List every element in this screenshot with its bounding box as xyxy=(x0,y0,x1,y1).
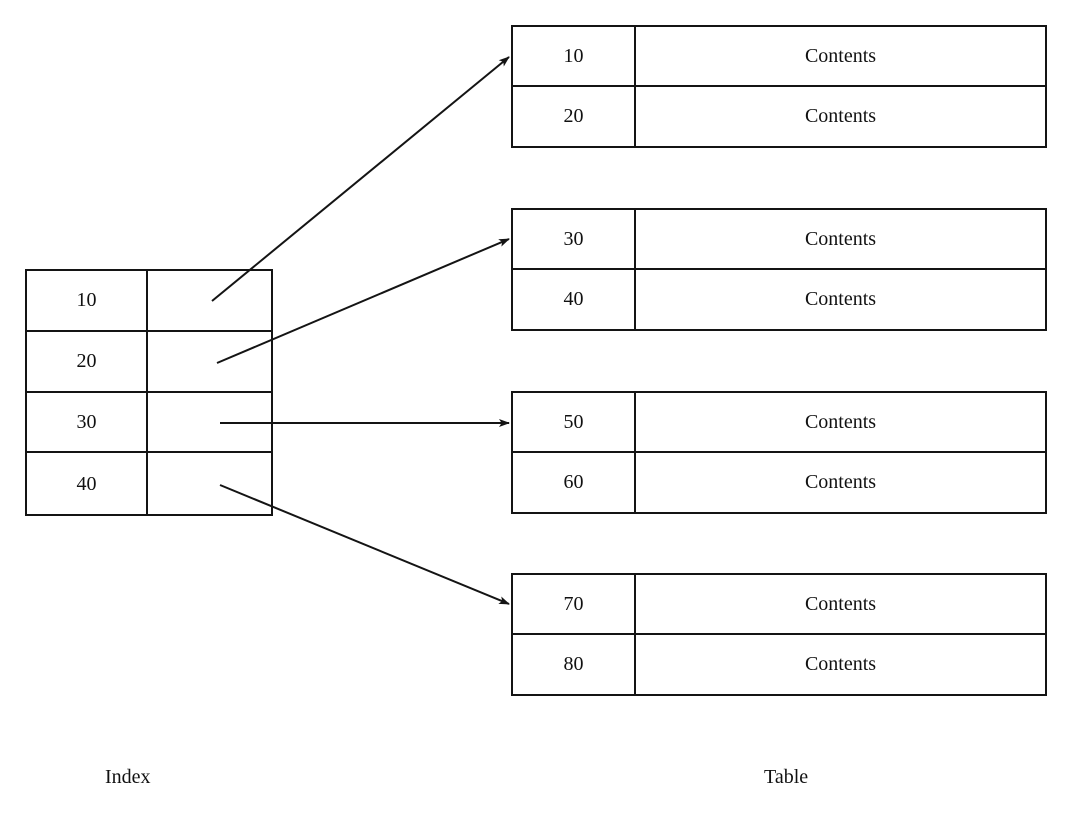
index-row[interactable]: 40 xyxy=(27,453,271,514)
table-row[interactable]: 30 Contents xyxy=(513,210,1045,270)
table-block-4: 70 Contents 80 Contents xyxy=(511,573,1047,696)
table-key-cell: 70 xyxy=(513,575,636,633)
table-caption: Table xyxy=(764,766,809,788)
table-contents-cell: Contents xyxy=(804,471,877,494)
table-contents-cell: Contents xyxy=(804,410,877,433)
index-pointer-cell xyxy=(148,332,271,391)
table-block-3: 50 Contents 60 Contents xyxy=(511,391,1047,514)
table-row[interactable]: 80 Contents xyxy=(513,634,1045,694)
index-box: 10 20 30 40 xyxy=(25,269,273,516)
table-key-cell: 30 xyxy=(513,210,636,268)
table-contents-cell: Contents xyxy=(804,44,877,67)
table-block-2: 30 Contents 40 Contents xyxy=(511,208,1047,331)
index-key-cell: 20 xyxy=(27,331,148,391)
table-row[interactable]: 40 Contents xyxy=(513,269,1045,329)
index-row[interactable]: 30 xyxy=(27,392,271,454)
table-block-1: 10 Contents 20 Contents xyxy=(511,25,1047,148)
table-key-cell: 10 xyxy=(513,27,636,85)
index-key-cell: 30 xyxy=(27,392,148,452)
table-key-cell: 50 xyxy=(513,393,636,451)
index-key-cell: 40 xyxy=(27,453,148,514)
index-pointer-cell xyxy=(148,271,271,330)
index-row[interactable]: 20 xyxy=(27,331,271,393)
table-key-cell: 80 xyxy=(513,634,636,694)
index-row[interactable]: 10 xyxy=(27,271,271,332)
table-row[interactable]: 50 Contents xyxy=(513,393,1045,453)
table-contents-cell: Contents xyxy=(804,227,877,250)
table-contents-cell: Contents xyxy=(804,653,877,676)
table-contents-cell: Contents xyxy=(804,592,877,615)
index-pointer-cell xyxy=(148,393,271,452)
index-pointer-cell xyxy=(148,453,271,514)
arrow-index-10-to-block-1 xyxy=(211,56,510,302)
table-row[interactable]: 60 Contents xyxy=(513,452,1045,512)
table-key-cell: 60 xyxy=(513,452,636,512)
table-row[interactable]: 10 Contents xyxy=(513,27,1045,87)
table-row[interactable]: 70 Contents xyxy=(513,575,1045,635)
table-key-cell: 20 xyxy=(513,86,636,146)
table-key-cell: 40 xyxy=(513,269,636,329)
table-contents-cell: Contents xyxy=(804,288,877,311)
table-row[interactable]: 20 Contents xyxy=(513,86,1045,146)
index-key-cell: 10 xyxy=(27,271,148,330)
table-contents-cell: Contents xyxy=(804,105,877,128)
index-caption: Index xyxy=(105,766,151,788)
